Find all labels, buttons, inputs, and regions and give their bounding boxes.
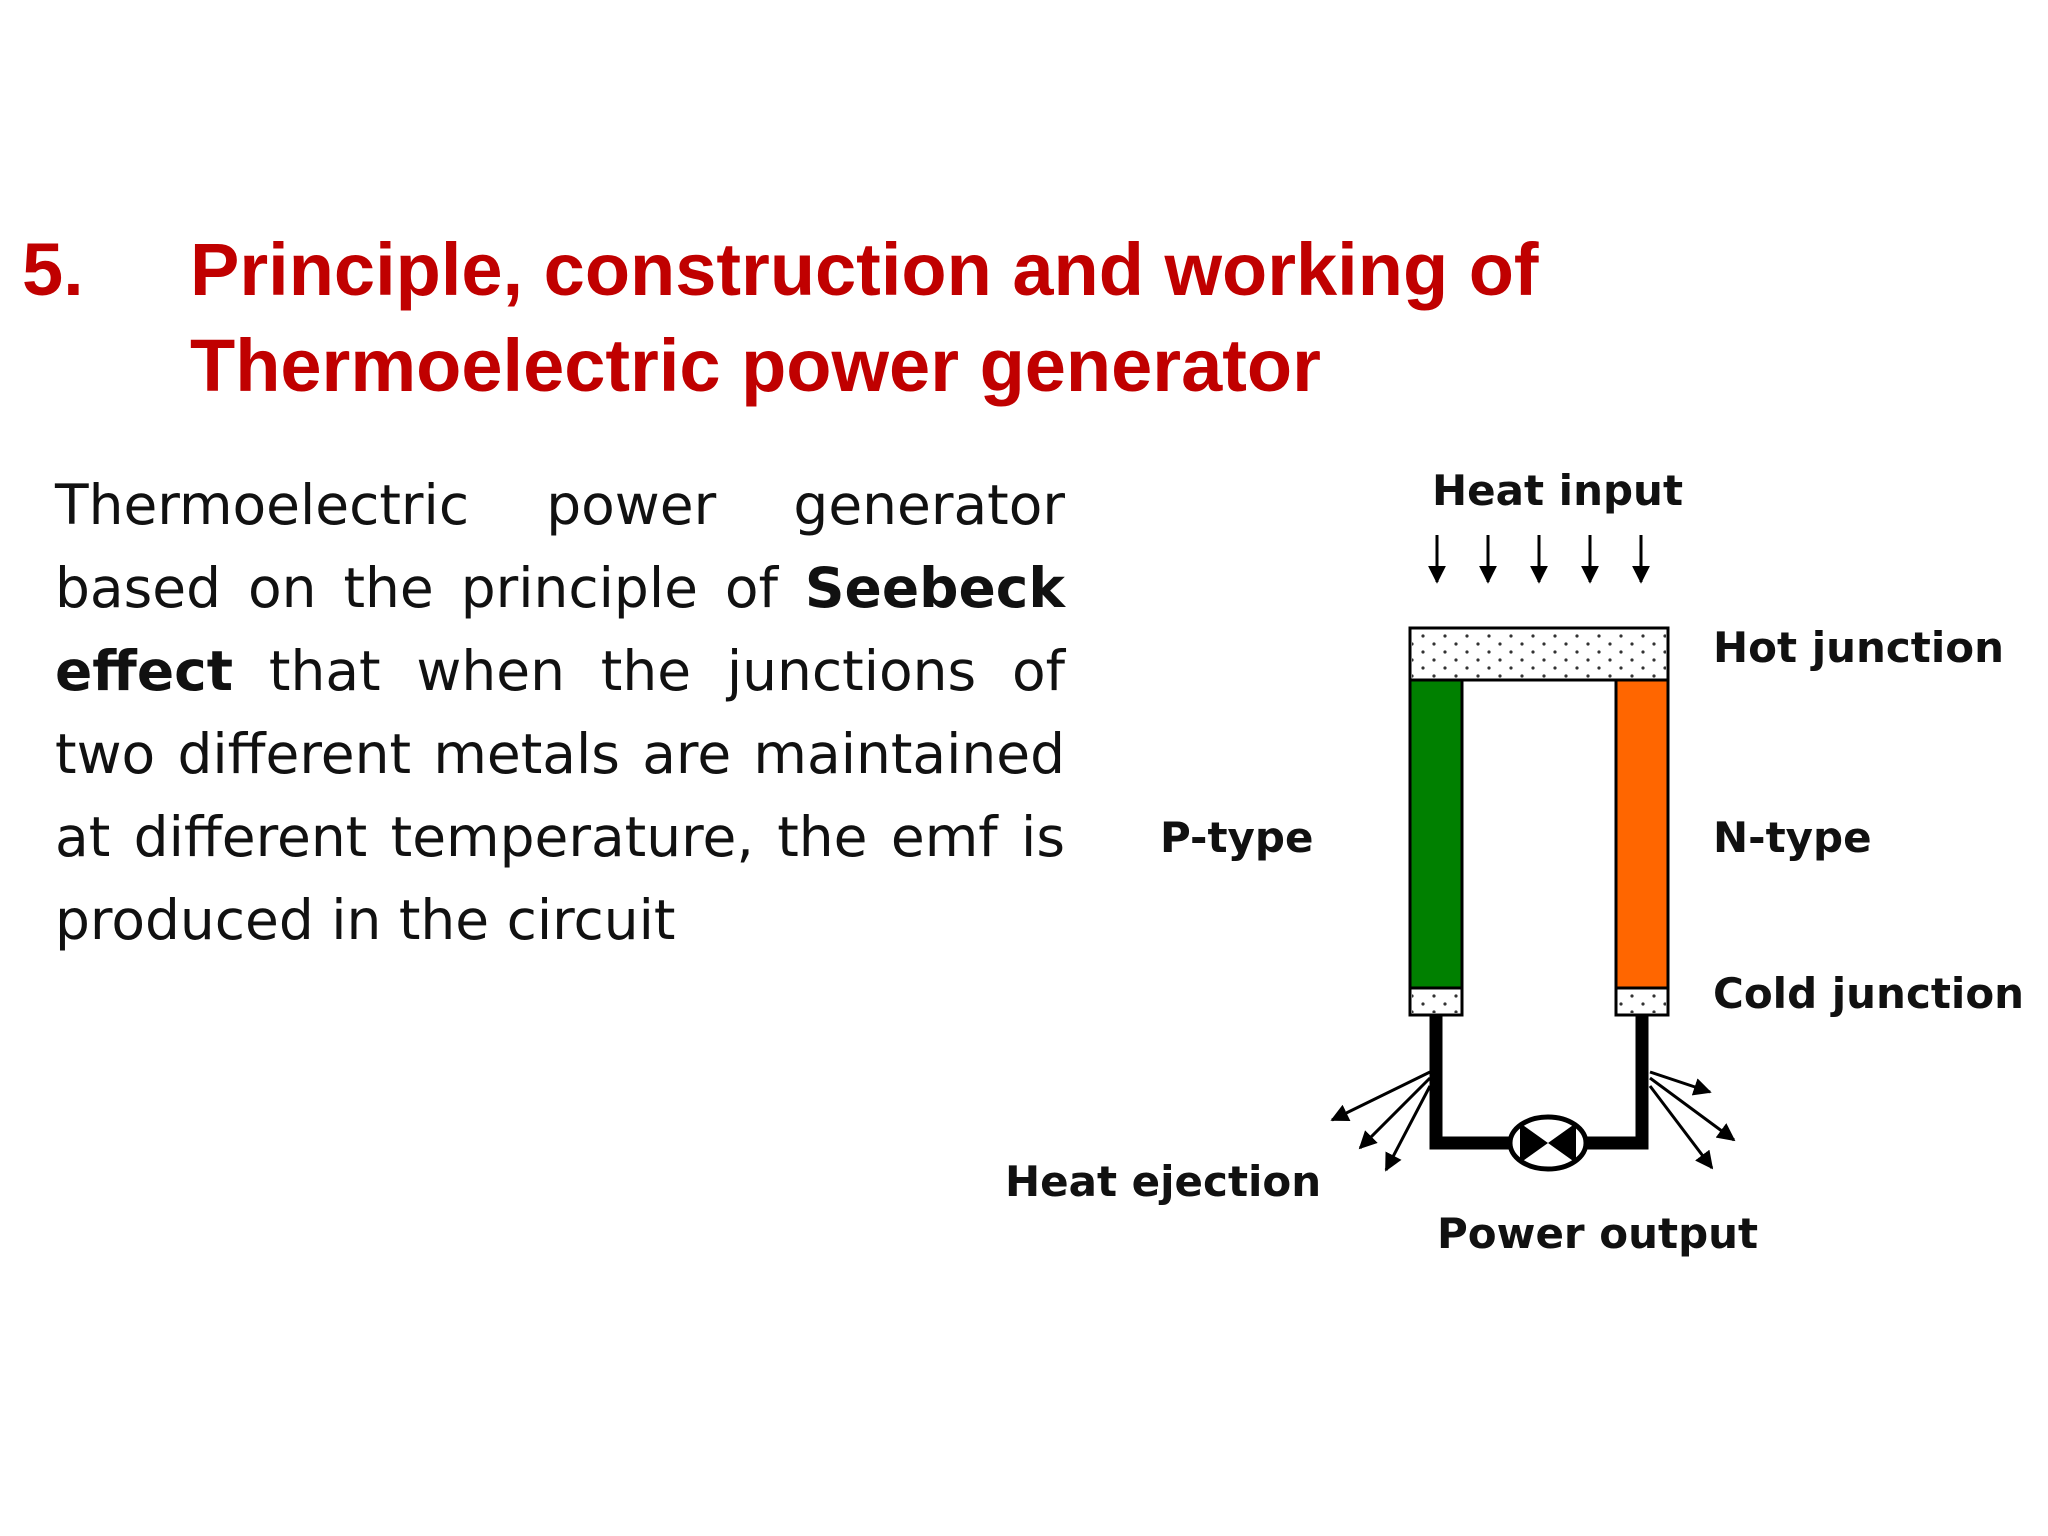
ejection-arrow (1648, 1085, 1714, 1170)
principle-paragraph: Thermoelectric power generator based on … (55, 464, 1065, 962)
power-output-label: Power output (1437, 1209, 1758, 1258)
slide-number: 5. (22, 228, 84, 311)
cold-junction-label: Cold junction (1713, 969, 2024, 1018)
ejection-arrow (1358, 1076, 1432, 1150)
ejection-arrow (1649, 1076, 1736, 1142)
paragraph-text-2: that when the junctions of two different… (55, 639, 1065, 952)
ejection-arrow (1649, 1070, 1712, 1096)
seebeck-effect-term: Seebeck effect (55, 556, 1065, 703)
hot-junction-label: Hot junction (1713, 623, 2004, 672)
ejection-arrow (1384, 1085, 1432, 1172)
heat-ejection-arrows-left (1330, 1070, 1432, 1172)
ejection-arrow (1330, 1070, 1431, 1122)
heat-input-arrows (1428, 535, 1650, 584)
p-type-leg (1408, 678, 1464, 990)
title-line-1: Principle, construction and working of (190, 228, 1539, 311)
title-line-2: Thermoelectric power generator (190, 324, 1321, 407)
heat-ejection-label: Heat ejection (1005, 1157, 1321, 1206)
load-symbol-icon (1507, 1114, 1589, 1172)
n-type-leg (1614, 678, 1670, 990)
paragraph-text-1: Thermoelectric power generator based on … (55, 473, 1065, 620)
slide-title: Principle, construction and working of T… (190, 222, 1790, 414)
n-type-label: N-type (1713, 813, 1872, 862)
p-type-label: P-type (1160, 813, 1313, 862)
heat-input-label: Heat input (1432, 466, 1683, 515)
heat-ejection-arrows-right (1648, 1070, 1736, 1170)
